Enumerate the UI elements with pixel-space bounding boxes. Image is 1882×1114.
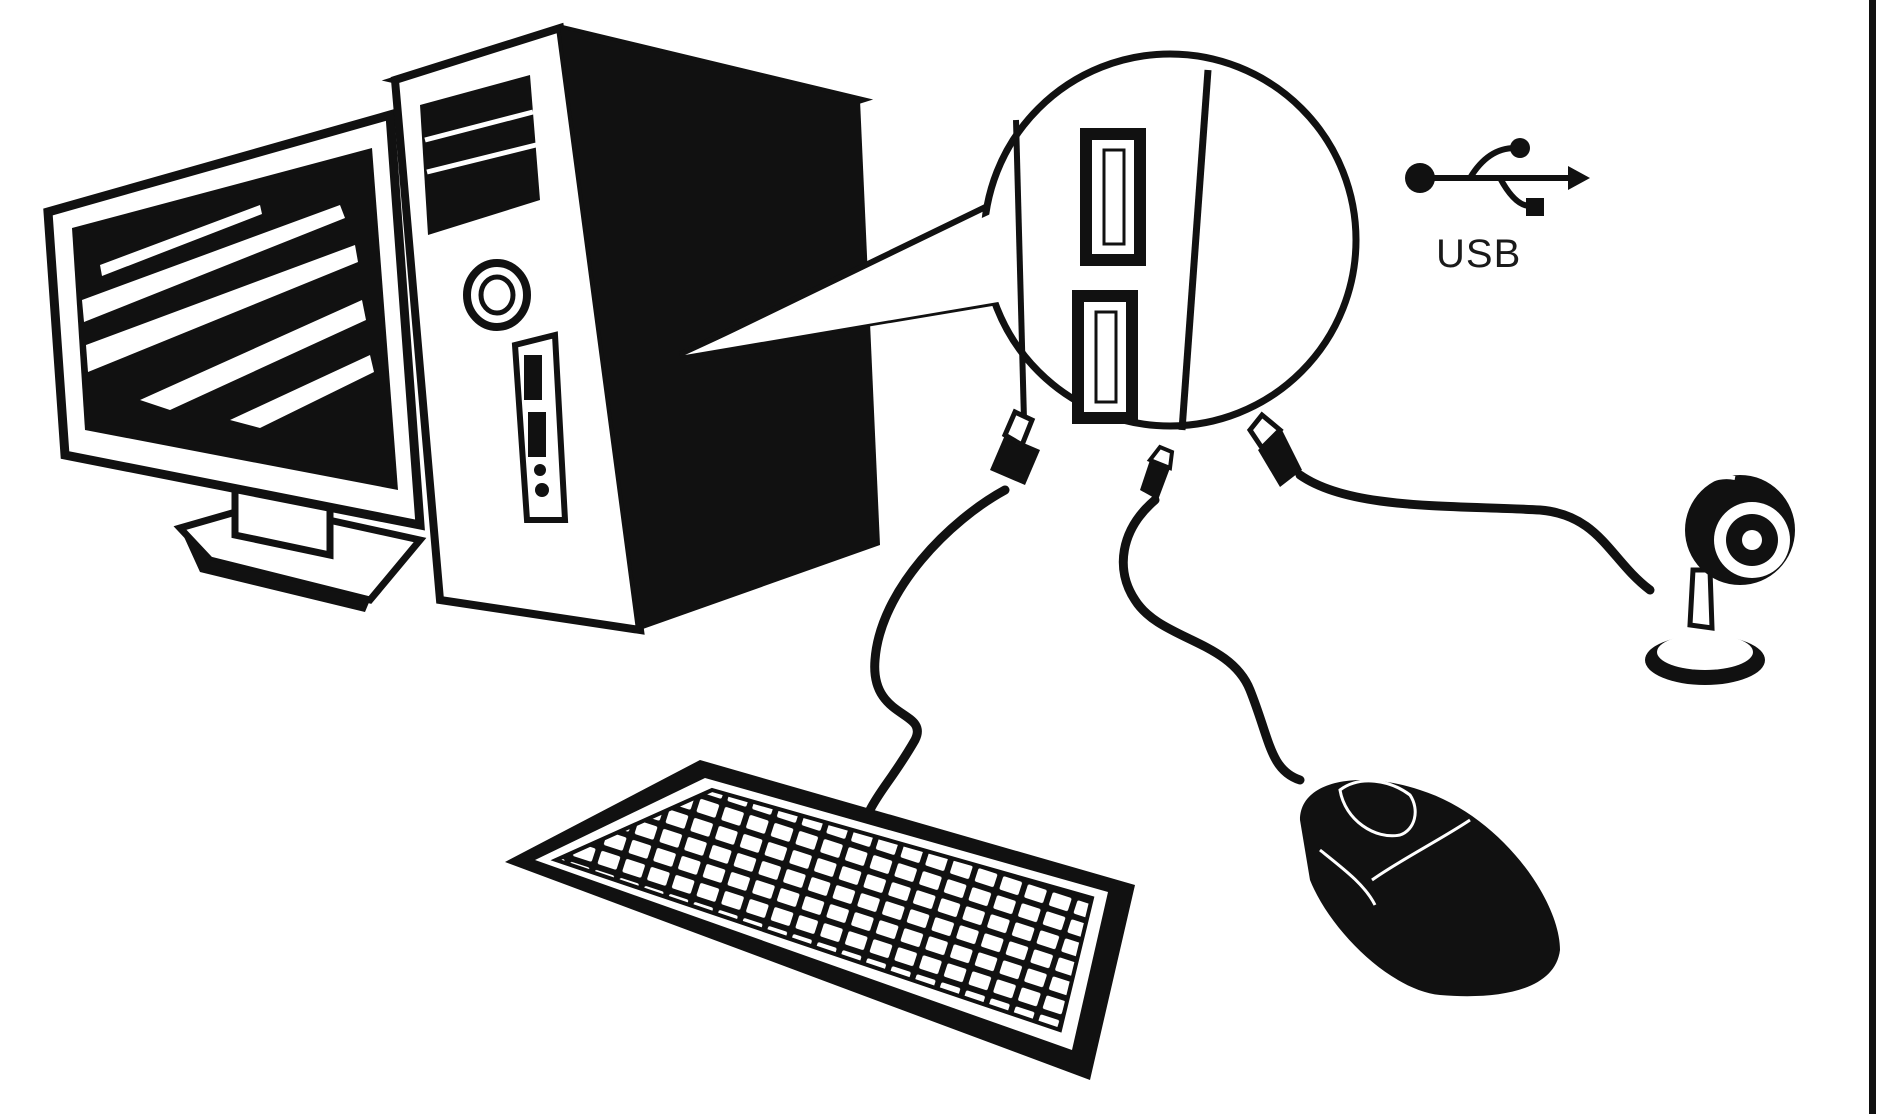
cable-lines xyxy=(870,475,1650,810)
monitor-icon xyxy=(48,115,420,612)
webcam-icon xyxy=(1645,475,1795,685)
usb-port-icon xyxy=(1080,128,1146,266)
webcam-usb-connector-icon xyxy=(1250,415,1302,487)
mouse-usb-connector-icon xyxy=(1140,447,1172,500)
keyboard-usb-connector-icon xyxy=(990,412,1040,485)
right-edge-line xyxy=(1869,0,1876,1114)
mouse-icon xyxy=(1300,780,1560,996)
usb-label: USB xyxy=(1436,232,1521,276)
keyboard-icon xyxy=(505,760,1135,1080)
usb-trident-icon xyxy=(1405,138,1590,216)
usb-port-icon xyxy=(1072,290,1138,424)
